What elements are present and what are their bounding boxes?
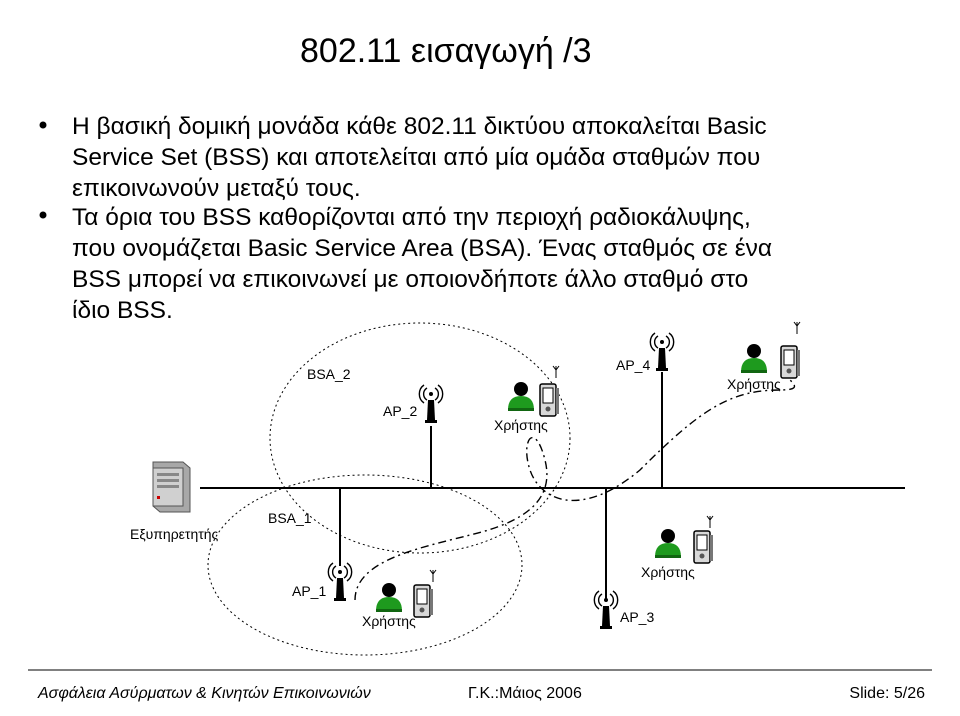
- bullet-1-line-1: Η βασική δομική μονάδα κάθε 802.11 δικτύ…: [72, 113, 767, 140]
- ap-1-label: AP_1: [292, 583, 326, 599]
- bullet-icon: [39, 121, 47, 129]
- pda-icon: [780, 345, 801, 379]
- bullet-2-line-1: Τα όρια του BSS καθορίζονται από την περ…: [72, 204, 751, 231]
- bsa-1-label: BSA_1: [268, 510, 312, 526]
- bullet-1-line-2: Service Set (BSS) και αποτελείται από μί…: [72, 144, 760, 171]
- pda-icon: [413, 584, 434, 618]
- bsa-2-label: BSA_2: [307, 366, 351, 382]
- bss-diagram: Εξυπηρετητής BSA_2 BSA_1 AP_2 AP_4 AP_1 …: [130, 321, 905, 656]
- access-point-icon: [418, 384, 444, 424]
- access-point-icon: [649, 332, 675, 372]
- bullet-2-line-2: που ονομάζεται Basic Service Area (BSA).…: [72, 235, 772, 262]
- roaming-path: [354, 379, 796, 601]
- server-label: Εξυπηρετητής: [130, 526, 219, 542]
- pda-icon: [539, 383, 560, 417]
- bsa-2-area: [269, 322, 571, 554]
- user-icon: [508, 382, 534, 411]
- bullet-2-line-3: BSS μπορεί να επικοινωνεί με οποιονδήποτ…: [72, 266, 748, 293]
- user-label-bsa1: Χρήστης: [362, 613, 416, 629]
- footer-slide-number: Slide: 5/26: [849, 685, 925, 702]
- antenna-icon: [706, 515, 714, 529]
- bsa-1-area: [207, 474, 523, 656]
- bullet-list: Η βασική δομική μονάδα κάθε 802.11 δικτύ…: [39, 113, 772, 324]
- antenna-icon: [429, 569, 437, 583]
- user-label-bsa2: Χρήστης: [494, 417, 548, 433]
- ap-4-label: AP_4: [616, 357, 650, 373]
- footer-author-date: Γ.Κ.:Μάιος 2006: [468, 685, 582, 702]
- antenna-icon: [552, 365, 560, 379]
- footer-course: Ασφάλεια Ασύρματων & Κινητών Επικοινωνιώ…: [37, 685, 371, 702]
- bullet-2-line-4: ίδιο BSS.: [72, 297, 173, 324]
- server-icon: [152, 461, 191, 513]
- pda-icon: [693, 530, 714, 564]
- user-label-right: Χρήστης: [641, 564, 695, 580]
- ap-2-label: AP_2: [383, 403, 417, 419]
- user-icon: [655, 529, 681, 558]
- ap-3-label: AP_3: [620, 609, 654, 625]
- antenna-icon: [793, 321, 801, 335]
- user-icon: [741, 344, 767, 373]
- slide-title: 802.11 εισαγωγή /3: [300, 32, 592, 70]
- user-label-top-right: Χρήστης: [727, 376, 781, 392]
- access-point-icon: [327, 562, 353, 602]
- bullet-1-line-3: επικοινωνούν μεταξύ τους.: [72, 175, 361, 202]
- user-icon: [376, 583, 402, 612]
- bullet-icon: [39, 211, 47, 219]
